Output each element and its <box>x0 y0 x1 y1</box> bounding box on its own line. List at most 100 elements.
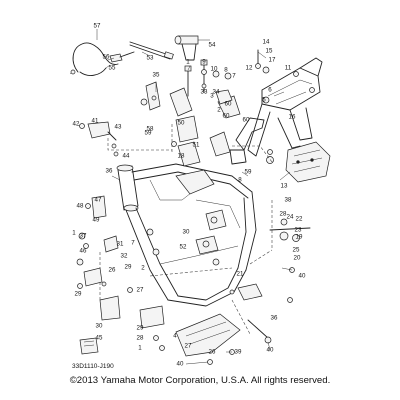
callout-part-17: 17 <box>269 57 276 64</box>
rear-fender-plate-13 <box>285 141 331 183</box>
callout-part-58: 58 <box>147 126 154 133</box>
leader-lines <box>96 29 293 365</box>
callout-part-23: 23 <box>295 227 302 234</box>
callout-part-37: 37 <box>80 233 87 240</box>
callout-part-2: 2 <box>141 265 145 272</box>
callout-part-33: 33 <box>201 89 208 96</box>
callout-part-18: 18 <box>178 153 185 160</box>
callout-part-38: 38 <box>285 197 292 204</box>
callout-part-7: 7 <box>131 240 135 247</box>
callout-part-40: 40 <box>267 347 274 354</box>
callout-part-44: 44 <box>123 153 130 160</box>
callout-part-13: 13 <box>281 183 288 190</box>
main-frame <box>116 163 257 307</box>
callout-part-59: 59 <box>145 130 152 137</box>
callout-part-31: 31 <box>117 241 124 248</box>
callout-part-12: 12 <box>246 65 253 72</box>
callout-part-35: 35 <box>153 72 160 79</box>
callout-part-43: 43 <box>115 124 122 131</box>
callout-part-26: 26 <box>209 349 216 356</box>
callout-part-29: 29 <box>75 291 82 298</box>
callout-part-8: 8 <box>224 67 228 74</box>
callout-part-36: 36 <box>271 315 278 322</box>
bolt-stack-right <box>184 49 270 97</box>
callout-part-52: 52 <box>180 244 187 251</box>
callout-part-30: 30 <box>96 323 103 330</box>
callout-part-4: 4 <box>173 333 177 340</box>
callout-part-36: 36 <box>106 168 113 175</box>
callout-part-19: 19 <box>296 234 303 241</box>
callout-part-55: 55 <box>109 65 116 72</box>
callout-part-30: 30 <box>183 229 190 236</box>
callout-part-34: 34 <box>213 89 220 96</box>
tool-rod <box>129 41 174 60</box>
dashed-guides <box>99 124 273 335</box>
callout-part-45: 45 <box>96 335 103 342</box>
callout-part-29: 29 <box>125 264 132 271</box>
callout-part-22: 22 <box>296 216 303 223</box>
rear-subframe <box>247 57 323 157</box>
callout-part-59: 59 <box>245 169 252 176</box>
callout-part-54: 54 <box>209 42 216 49</box>
callout-part-47: 47 <box>95 197 102 204</box>
seat-bracket <box>229 117 274 165</box>
reference-code: 33D1110-J190 <box>72 363 114 370</box>
tool-socket <box>174 35 199 61</box>
left-fasteners <box>76 232 121 355</box>
callout-part-1: 1 <box>186 59 190 66</box>
callout-part-50: 50 <box>178 120 185 127</box>
callout-part-60: 60 <box>243 117 250 124</box>
callout-part-28: 28 <box>280 211 287 218</box>
callout-part-41: 41 <box>92 118 99 125</box>
callout-part-7: 7 <box>232 73 236 80</box>
callout-part-57: 57 <box>94 23 101 30</box>
callout-part-11: 11 <box>285 65 292 72</box>
callout-part-46: 46 <box>80 248 87 255</box>
callout-part-6: 6 <box>268 87 272 94</box>
callout-part-26: 26 <box>109 267 116 274</box>
callout-part-51: 51 <box>193 142 200 149</box>
cable-assembly <box>69 42 119 76</box>
callout-part-25: 25 <box>293 247 300 254</box>
bolt-56 <box>109 51 135 63</box>
callout-part-10: 10 <box>211 66 218 73</box>
callout-part-56: 56 <box>103 54 110 61</box>
callout-part-40: 40 <box>177 361 184 368</box>
callout-part-42: 42 <box>73 121 80 128</box>
callout-part-60: 60 <box>223 113 230 120</box>
right-fasteners <box>229 218 311 303</box>
callout-part-1: 1 <box>138 345 142 352</box>
callout-part-1: 1 <box>72 230 76 237</box>
callout-part-15: 15 <box>266 48 273 55</box>
callout-part-14: 14 <box>263 39 270 46</box>
callout-part-32: 32 <box>121 253 128 260</box>
callout-part-5: 5 <box>262 97 266 104</box>
callout-part-16: 16 <box>289 114 296 121</box>
callout-part-27: 27 <box>185 343 192 350</box>
guide-bracket-41 <box>79 121 119 157</box>
copyright-notice: ©2013 Yamaha Motor Corporation, U.S.A. A… <box>70 375 331 386</box>
callout-part-9: 9 <box>202 59 206 66</box>
callout-part-20: 20 <box>294 255 301 262</box>
lower-brackets <box>127 287 272 351</box>
callout-part-39: 39 <box>235 349 242 356</box>
callout-part-49: 49 <box>93 217 100 224</box>
callout-part-53: 53 <box>147 55 154 62</box>
callout-part-2: 2 <box>217 107 221 114</box>
callout-part-21: 21 <box>237 271 244 278</box>
callout-part-8: 8 <box>238 177 242 184</box>
callout-part-3: 3 <box>210 93 214 100</box>
callout-part-28: 28 <box>137 335 144 342</box>
callout-part-29: 29 <box>137 325 144 332</box>
callout-part-60: 60 <box>225 101 232 108</box>
skid-plate-39 <box>175 313 241 365</box>
engine-mount-plates <box>140 81 241 167</box>
callout-part-40: 40 <box>299 273 306 280</box>
callout-part-27: 27 <box>137 287 144 294</box>
callout-part-48: 48 <box>77 203 84 210</box>
clamp-47 <box>85 195 107 219</box>
callout-part-24: 24 <box>287 214 294 221</box>
